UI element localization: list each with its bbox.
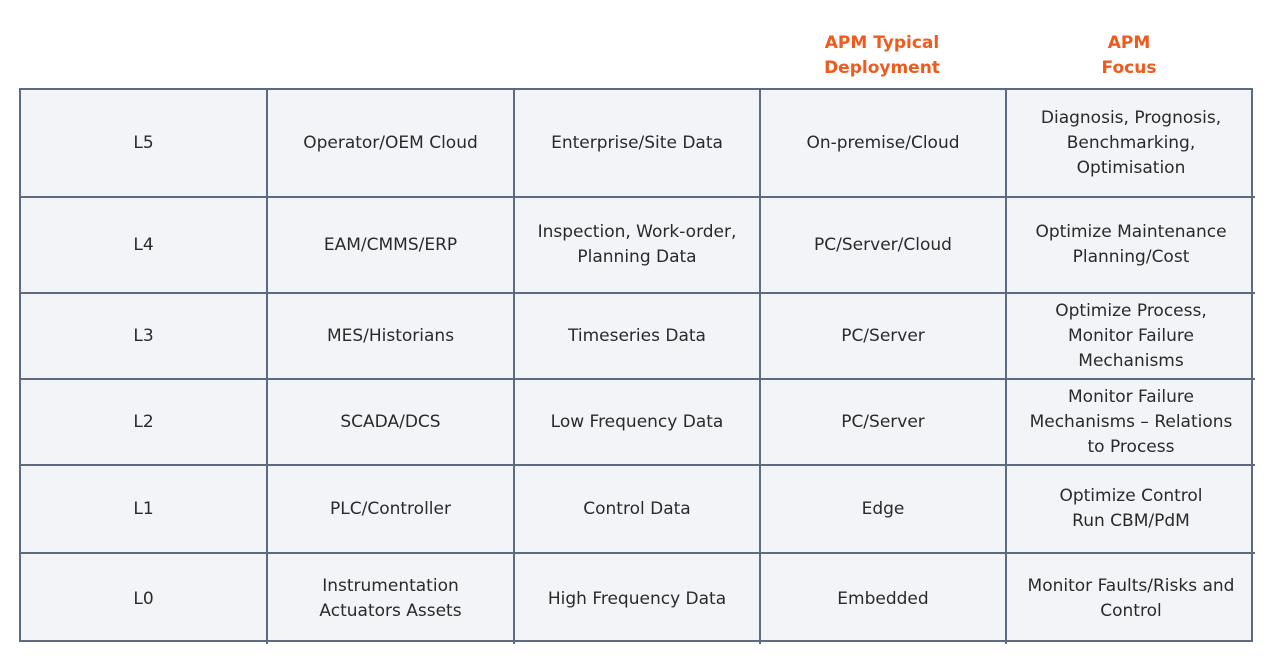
table-cell-level: L1 — [21, 466, 268, 554]
table-cell-data: Enterprise/Site Data — [515, 90, 761, 198]
table-cell-focus: Optimize Maintenance Planning/Cost — [1007, 198, 1255, 294]
table-cell-data: Timeseries Data — [515, 294, 761, 380]
table-cell-focus: Diagnosis, Prognosis, Benchmarking, Opti… — [1007, 90, 1255, 198]
table-cell-data: High Frequency Data — [515, 554, 761, 644]
table-cell-deployment: PC/Server — [761, 380, 1007, 466]
table-cell-level: L5 — [21, 90, 268, 198]
table-cell-system: Operator/OEM Cloud — [268, 90, 515, 198]
table-cell-system: PLC/Controller — [268, 466, 515, 554]
table-cell-deployment: On-premise/Cloud — [761, 90, 1007, 198]
table-cell-level: L4 — [21, 198, 268, 294]
table-cell-focus: Monitor Failure Mechanisms – Relations t… — [1007, 380, 1255, 466]
table-cell-deployment: PC/Server/Cloud — [761, 198, 1007, 294]
table-cell-level: L0 — [21, 554, 268, 644]
table-cell-data: Low Frequency Data — [515, 380, 761, 466]
table-cell-deployment: Edge — [761, 466, 1007, 554]
table-cell-data: Control Data — [515, 466, 761, 554]
header-level — [19, 30, 266, 82]
header-apm-typical-deployment: APM Typical Deployment — [824, 33, 940, 78]
header-apm-focus: APM Focus — [1101, 33, 1157, 78]
table-cell-system: MES/Historians — [268, 294, 515, 380]
table-cell-system: EAM/CMMS/ERP — [268, 198, 515, 294]
table-cell-focus: Optimize Control Run CBM/PdM — [1007, 466, 1255, 554]
table-cell-data: Inspection, Work-order, Planning Data — [515, 198, 761, 294]
table-cell-deployment: Embedded — [761, 554, 1007, 644]
column-headers: APM Typical Deployment APM Focus — [19, 30, 1253, 82]
table-cell-level: L2 — [21, 380, 268, 466]
apm-levels-table: L5 Operator/OEM Cloud Enterprise/Site Da… — [19, 88, 1255, 644]
table-cell-system: SCADA/DCS — [268, 380, 515, 466]
header-system — [266, 30, 513, 82]
table-cell-deployment: PC/Server — [761, 294, 1007, 380]
table-cell-focus: Monitor Faults/Risks and Control — [1027, 576, 1235, 621]
table-cell-level: L3 — [21, 294, 268, 380]
table-cell-focus: Optimize Process, Monitor Failure Mechan… — [1007, 294, 1255, 380]
header-data — [513, 30, 759, 82]
table-cell-system: Instrumentation Actuators Assets — [268, 554, 515, 644]
